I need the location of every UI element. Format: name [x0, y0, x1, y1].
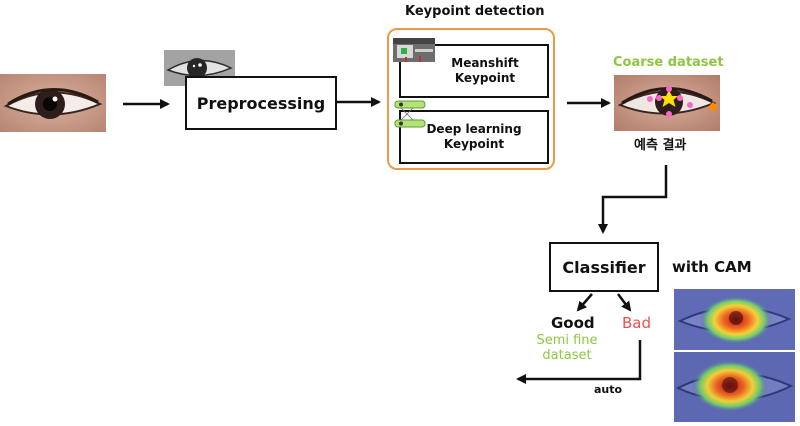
coarse-dataset-label: Coarse dataset [613, 55, 724, 70]
keypoint-group-title: Keypoint detection [405, 4, 545, 19]
with-cam-label: with CAM [672, 258, 752, 276]
bad-label: Bad [622, 314, 652, 332]
input-eye-image [0, 74, 106, 132]
classifier-node: Classifier [549, 242, 659, 292]
preprocessing-label: Preprocessing [196, 93, 326, 113]
semi-fine-dataset-label: Semi fine dataset [536, 333, 598, 363]
cam-heatmap-bottom [674, 352, 795, 422]
arrow-bad-auto-return [516, 340, 642, 384]
keypoint-detection-group [387, 28, 555, 170]
prediction-result-label: 예측 결과 [634, 138, 687, 153]
coarse-result-eye-image [614, 75, 720, 131]
auto-label: auto [594, 383, 623, 396]
meanshift-thumbnail [393, 38, 435, 62]
arrow-coarse-to-classifier [598, 165, 668, 234]
deep-learning-keypoint-node: Deep learning Keypoint [399, 110, 549, 164]
classifier-label: Classifier [562, 257, 646, 277]
arrow-classifier-to-good [576, 293, 593, 312]
arrow-classifier-to-bad [617, 293, 632, 312]
deep-learning-label: Deep learning Keypoint [426, 122, 522, 151]
meanshift-label: Meanshift Keypoint [451, 56, 519, 85]
preprocessing-node: Preprocessing [185, 76, 337, 130]
good-label: Good [551, 314, 595, 332]
cam-heatmap-top [674, 289, 795, 350]
network-icon [393, 100, 427, 130]
